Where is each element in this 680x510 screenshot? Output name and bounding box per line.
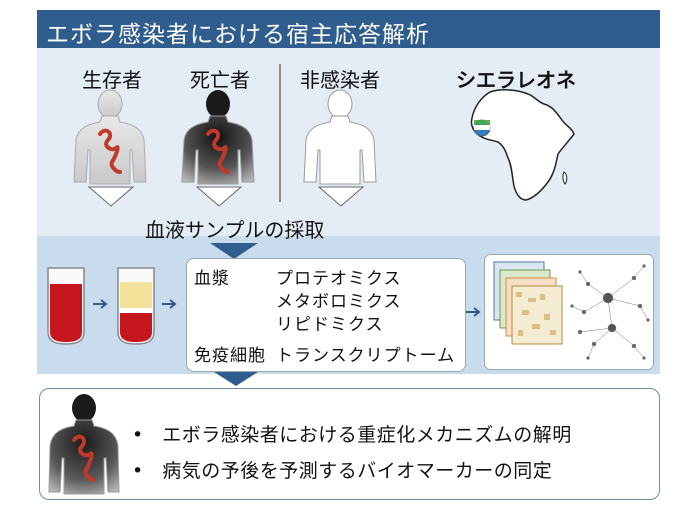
arrow-icon <box>210 243 258 259</box>
tube-arrow-1 <box>93 299 108 309</box>
conclusion-figure <box>48 394 120 495</box>
survivor-figure <box>73 89 147 185</box>
arrow-icon <box>93 299 108 309</box>
label-uninfected: 非感染者 <box>300 68 380 92</box>
uninfected-down-arrow <box>317 186 365 207</box>
africa-map <box>470 89 575 201</box>
arrow-icon <box>466 307 481 317</box>
plasma-label: 血漿 <box>194 269 230 289</box>
ebola-virus-icon <box>206 128 230 174</box>
blood-tube-icon <box>117 267 155 345</box>
omics-item-metabolomics: メタボロミクス <box>276 292 402 312</box>
whole-blood-tube <box>47 267 85 345</box>
africa-map-icon <box>470 89 575 201</box>
ebola-virus-icon <box>98 128 122 174</box>
omics-item-transcriptome: トランスクリプトーム <box>276 346 456 366</box>
sampling-label: 血液サンプルの採取 <box>145 218 325 242</box>
arrow-icon <box>162 299 177 309</box>
omics-arrow <box>466 307 481 317</box>
result-down-arrow <box>214 372 258 386</box>
tube-arrow-2 <box>162 299 177 309</box>
fatal-down-arrow <box>195 186 243 207</box>
omics-item-lipidomics: リピドミクス <box>276 315 384 335</box>
label-fatal: 死亡者 <box>190 68 250 92</box>
bullet-1-text: エボラ感染者における重症化メカニズムの解明 <box>162 424 572 446</box>
group-divider <box>279 64 281 202</box>
arrow-icon <box>214 372 258 386</box>
bullet-dot: • <box>132 460 144 482</box>
label-country: シエラレオネ <box>456 68 576 92</box>
bullet-2: • 病気の予後を予測するバイオマーカーの同定 <box>132 456 552 483</box>
human-torso-icon <box>303 89 377 185</box>
plasma-tube <box>117 267 155 345</box>
label-survivor: 生存者 <box>82 68 142 92</box>
omics-item-proteomics: プロテオミクス <box>276 269 402 289</box>
survivor-down-arrow <box>87 186 135 207</box>
heatmap-stack-icon <box>493 261 563 345</box>
arrow-icon <box>317 186 365 207</box>
arrow-icon <box>87 186 135 207</box>
bullet-2-text: 病気の予後を予測するバイオマーカーの同定 <box>162 460 553 482</box>
arrow-icon <box>195 186 243 207</box>
title-bar <box>37 10 660 48</box>
immune-cell-label: 免疫細胞 <box>194 346 266 366</box>
bullet-dot: • <box>132 424 144 446</box>
ebola-virus-icon <box>72 434 96 482</box>
sampling-down-arrow <box>210 243 258 259</box>
network-graph-icon <box>570 264 650 360</box>
conclusion-box <box>39 388 660 500</box>
fatal-figure <box>181 90 255 185</box>
page-title: エボラ感染者における宿主応答解析 <box>46 22 430 48</box>
human-torso-icon <box>48 394 120 495</box>
uninfected-figure <box>303 89 377 185</box>
omics-box <box>186 258 466 372</box>
bullet-1: • エボラ感染者における重症化メカニズムの解明 <box>132 420 572 447</box>
blood-tube-icon <box>47 267 85 345</box>
analysis-results <box>484 254 654 370</box>
sierra-leone-marker-icon <box>473 119 491 137</box>
